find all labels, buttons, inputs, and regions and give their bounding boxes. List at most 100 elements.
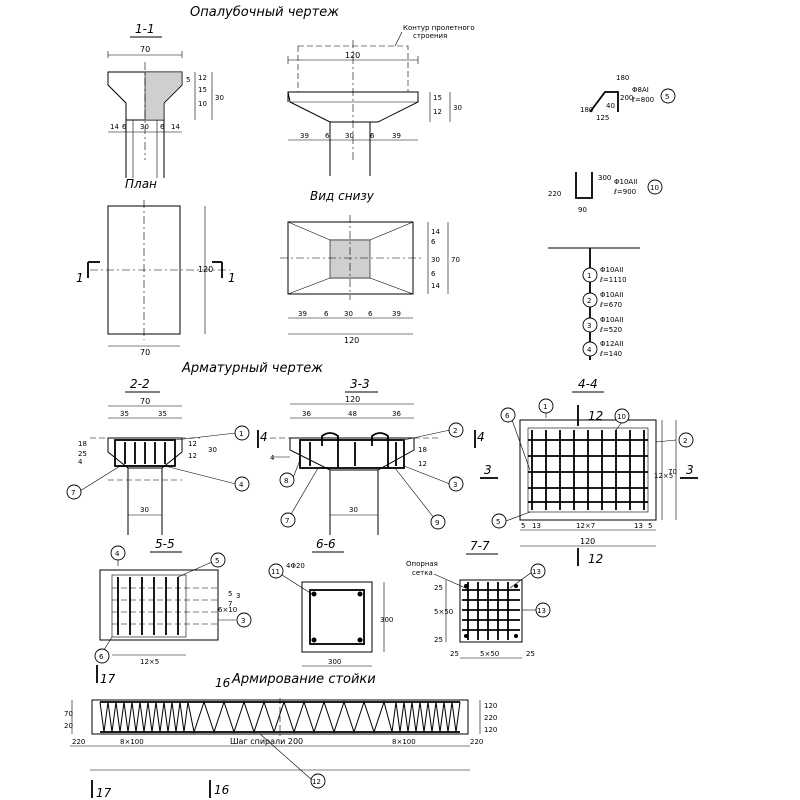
dim-3-3-v1: 18 bbox=[418, 446, 427, 454]
column-reinforcement: 70 20 220 8×100 Шаг спирали 200 8×100 22… bbox=[64, 698, 497, 800]
dim-plan-side: 120 bbox=[198, 265, 213, 274]
bar2-len: ℓ=670 bbox=[599, 301, 622, 309]
elevation-view: Контур пролетного строения 120 39 6 30 6… bbox=[287, 24, 475, 176]
bar3-len: ℓ=520 bbox=[599, 326, 622, 334]
cut-mark-1-left: 1 bbox=[76, 271, 84, 285]
callout-2b: 2 bbox=[683, 437, 687, 445]
dim-2-2-v1: 25 bbox=[78, 450, 87, 458]
section-7-7: 7-7 Опорная сетка 25 5×50 25 25 5×50 25 … bbox=[406, 539, 551, 659]
dim-1-1-b4: 6 bbox=[160, 123, 165, 131]
note-span-contour-2: строения bbox=[413, 32, 447, 40]
bar2-dia: Φ10АII bbox=[600, 291, 623, 299]
bar5-d4: 125 bbox=[596, 114, 609, 122]
dim-bottom-b1: 39 bbox=[298, 310, 307, 318]
cut-mark-6-a: 16 bbox=[215, 676, 231, 690]
bar10-d3: 90 bbox=[578, 206, 587, 214]
dim-elev-b2: 6 bbox=[325, 132, 330, 140]
callout-2: 2 bbox=[453, 427, 457, 435]
bottom-view: Вид снизу 39 6 30 6 39 120 14 6 30 6 14 … bbox=[280, 189, 460, 345]
cut-mark-6-b: 16 bbox=[214, 783, 230, 797]
bar4-callout: 4 bbox=[587, 346, 592, 354]
section-2-2: 2-2 70 35 35 30 25 18 4 12 12 30 1 4 7 bbox=[66, 377, 250, 535]
dim-col-v2: 20 bbox=[64, 722, 73, 730]
view-label-bottom: Вид снизу bbox=[310, 189, 375, 203]
section-5-5: 5-5 12×5 6×10 5 7 3 4 5 3 6 17 16 bbox=[94, 537, 252, 690]
callout-8: 8 bbox=[284, 477, 288, 485]
callout-4: 4 bbox=[239, 481, 244, 489]
view-label-5-5: 5-5 bbox=[155, 537, 175, 551]
dim-1-1-top: 70 bbox=[140, 45, 150, 54]
dim-bottom-b4: 6 bbox=[368, 310, 373, 318]
dim-col-v1: 70 bbox=[64, 710, 73, 718]
bar-5-detail: 180 180 200 125 40 Φ8АI ℓ=800 5 bbox=[580, 74, 676, 122]
callout-3b: 3 bbox=[241, 617, 245, 625]
dim-2-2-v5: 12 bbox=[188, 452, 197, 460]
bar5-callout: 5 bbox=[665, 93, 669, 101]
dim-5-5-r4: 7 bbox=[228, 600, 232, 608]
dim-3-3-v2: 12 bbox=[418, 460, 427, 468]
title-formwork: Опалубочный чертеж bbox=[190, 5, 339, 20]
dim-7-7-a: 25 bbox=[450, 650, 459, 658]
dim-4-4-d2: 13 bbox=[532, 522, 541, 530]
dim-7-7-v3: 25 bbox=[434, 636, 443, 644]
bar5-dia: Φ8АI bbox=[632, 86, 649, 94]
dim-col-d: 220 bbox=[484, 714, 497, 722]
dim-elev-top: 120 bbox=[345, 51, 360, 60]
title-reinforcement: Арматурный чертеж bbox=[181, 361, 323, 376]
note-8x100-right: 8×100 bbox=[392, 738, 416, 746]
dim-4-4-r2: 12×5 bbox=[654, 472, 673, 480]
dim-7-7-b: 5×50 bbox=[480, 650, 499, 658]
dim-3-3-col: 30 bbox=[349, 506, 358, 514]
cut-mark-3-right: 3 bbox=[686, 463, 694, 477]
dim-3-3-b: 48 bbox=[348, 410, 357, 418]
section-3-3: 3-3 120 36 48 36 30 18 12 2 3 8 7 bbox=[257, 377, 485, 535]
dim-4-4-d4: 13 bbox=[634, 522, 643, 530]
bar10-len: ℓ=900 bbox=[613, 188, 636, 196]
dim-4-4-total: 120 bbox=[580, 537, 595, 546]
note-support-mesh-2: сетка bbox=[412, 569, 433, 577]
plan-view: План 120 70 1 1 bbox=[76, 177, 236, 357]
dim-6-6-w: 300 bbox=[328, 658, 341, 666]
bar5-d2: 180 bbox=[580, 106, 593, 114]
cut-mark-12-bottom: 12 bbox=[588, 552, 603, 566]
callout-12: 12 bbox=[312, 778, 321, 786]
dim-4-4-d5: 5 bbox=[648, 522, 652, 530]
callout-6b: 6 bbox=[99, 653, 104, 661]
dim-4-4-d3: 12×7 bbox=[576, 522, 595, 530]
bar5-d5: 40 bbox=[606, 102, 615, 110]
dim-2-2-l: 35 bbox=[120, 410, 129, 418]
dim-1-1-b3: 30 bbox=[140, 123, 149, 131]
dim-col-a: 220 bbox=[72, 738, 85, 746]
dim-5-5-r1: 6×10 bbox=[218, 606, 237, 614]
dim-bottom-r5: 14 bbox=[431, 282, 440, 290]
callout-13b: 13 bbox=[537, 607, 546, 615]
view-label-1-1: 1-1 bbox=[135, 22, 155, 36]
dim-2-2-v4: 12 bbox=[188, 440, 197, 448]
view-label-2-2: 2-2 bbox=[130, 377, 150, 391]
dim-bottom-b2: 6 bbox=[324, 310, 329, 318]
bar4-len: ℓ=140 bbox=[599, 350, 622, 358]
straight-bars-schedule: 1 Φ10АII ℓ=1110 2 Φ10АII ℓ=670 3 Φ10АII … bbox=[548, 247, 640, 360]
cut-mark-7-a: 17 bbox=[100, 672, 116, 686]
dim-6-6-h: 300 bbox=[380, 616, 393, 624]
section-6-6: 6-6 4Φ20 11 300 300 bbox=[268, 537, 393, 667]
callout-9: 9 bbox=[435, 519, 439, 527]
dim-bottom-rt: 70 bbox=[451, 256, 460, 264]
bar3-callout: 3 bbox=[587, 322, 591, 330]
dim-1-1-v10: 10 bbox=[198, 100, 207, 108]
callout-7: 7 bbox=[71, 489, 75, 497]
note-8x100-left: 8×100 bbox=[120, 738, 144, 746]
dim-bottom-b5: 39 bbox=[392, 310, 401, 318]
bar2-callout: 2 bbox=[587, 297, 591, 305]
callout-10: 10 bbox=[617, 413, 626, 421]
callout-11: 11 bbox=[271, 568, 280, 576]
dim-elev-v15: 15 bbox=[433, 94, 442, 102]
dim-bottom-r2: 6 bbox=[431, 238, 436, 246]
bar10-d2: 300 bbox=[598, 174, 611, 182]
dim-bottom-r3: 30 bbox=[431, 256, 440, 264]
dim-elev-v30: 30 bbox=[453, 104, 462, 112]
callout-4b: 4 bbox=[115, 550, 120, 558]
dim-1-1-v30: 30 bbox=[215, 94, 224, 102]
bar10-d1: 220 bbox=[548, 190, 561, 198]
